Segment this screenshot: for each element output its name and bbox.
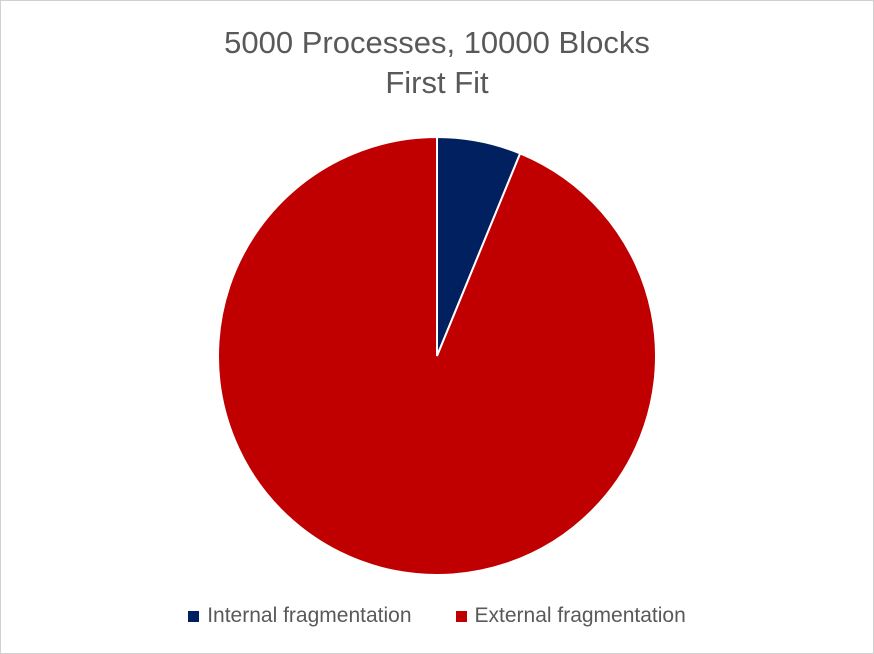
chart-title-line-2: First Fit: [385, 65, 489, 100]
chart-legend: Internal fragmentation External fragment…: [1, 604, 873, 628]
legend-item-internal-fragmentation: Internal fragmentation: [188, 604, 412, 628]
legend-swatch-external-fragmentation: [455, 610, 467, 622]
chart-title-line-1: 5000 Processes, 10000 Blocks: [224, 25, 650, 60]
legend-item-external-fragmentation: External fragmentation: [455, 604, 686, 628]
chart-title: 5000 Processes, 10000 Blocks First Fit: [1, 23, 873, 103]
pie-slices: [217, 135, 657, 576]
legend-label-external-fragmentation: External fragmentation: [474, 604, 686, 627]
legend-label-internal-fragmentation: Internal fragmentation: [207, 604, 412, 627]
legend-swatch-internal-fragmentation: [188, 610, 200, 622]
pie-slice-external-fragmentation: [217, 135, 657, 576]
